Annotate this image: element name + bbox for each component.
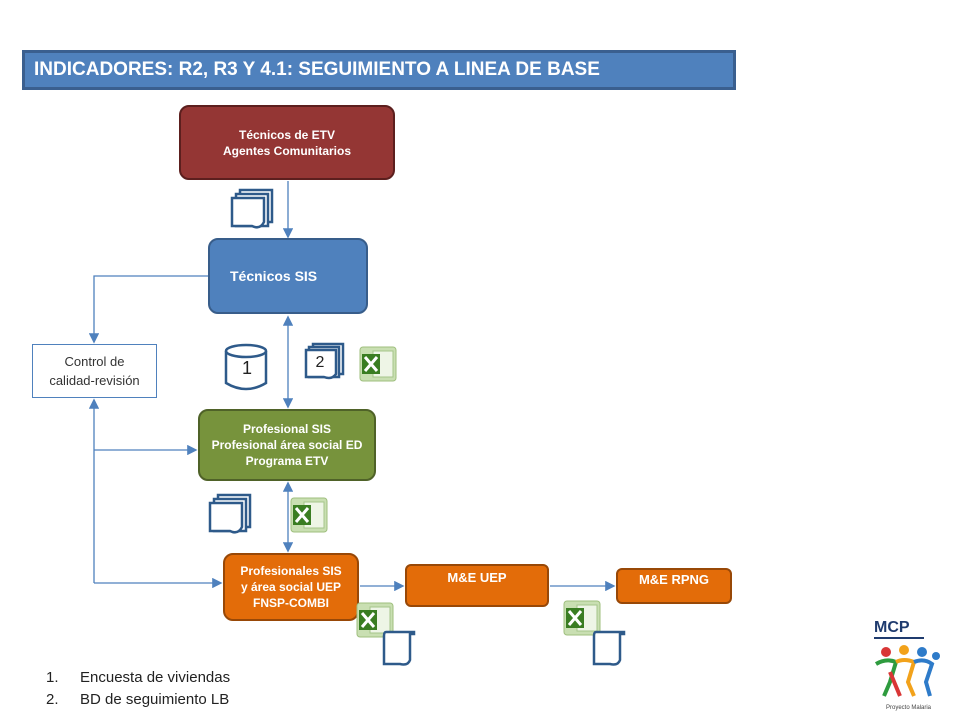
legend-item: 1. Encuesta de viviendas (46, 667, 230, 689)
node-prof-line2: Profesional área social ED (211, 438, 363, 452)
mcp-logo: MCP Proyecto Malaria (874, 619, 940, 711)
document-stack-2-icon (304, 342, 345, 380)
document-icon (592, 630, 626, 666)
legend-text: Encuesta de viviendas (80, 669, 231, 686)
node-me-rpng: M&E RPNG (616, 568, 732, 604)
logo-text: MCP (874, 619, 910, 636)
node-tecnicos-etv: Técnicos de ETV Agentes Comunitarios (179, 105, 395, 180)
node-profs-line1: Profesionales SIS (240, 564, 342, 578)
node-profesionales-sis: Profesionales SIS y área social UEP FNSP… (223, 553, 359, 621)
arrow-sis-control (88, 275, 208, 344)
document-stack-icon (230, 188, 274, 229)
legend-num: 2. (46, 691, 59, 708)
documents-label: 2 (315, 354, 325, 371)
excel-icon (356, 602, 394, 638)
node-control-calidad: Control de calidad-revisión (32, 344, 157, 398)
excel-icon (563, 600, 601, 636)
node-profs-line3: FNSP-COMBI (253, 596, 329, 610)
database-label: 1 (241, 358, 252, 378)
legend-text: BD de seguimiento LB (80, 691, 230, 708)
legend-num: 1. (46, 669, 59, 686)
legend-item: 2. BD de seguimiento LB (46, 689, 230, 711)
node-profs-line2: y área social UEP (240, 580, 342, 594)
node-prof-line3: Programa ETV (245, 454, 329, 468)
node-me-uep: M&E UEP (405, 564, 549, 607)
control-line2: calidad-revisión (49, 373, 140, 388)
logo-subtitle: Proyecto Malaria (886, 705, 932, 711)
node-etv-line2: Agentes Comunitarios (222, 143, 351, 158)
node-prof-line1: Profesional SIS (242, 422, 332, 436)
node-tecnicos-sis: Técnicos SIS (208, 238, 368, 314)
page-title: INDICADORES: R2, R3 Y 4.1: SEGUIMIENTO A… (22, 50, 736, 90)
excel-icon (290, 497, 328, 533)
control-line1: Control de (64, 354, 125, 369)
node-profesional-sis: Profesional SIS Profesional área social … (198, 409, 376, 481)
document-icon (382, 630, 416, 666)
database-icon (224, 343, 268, 391)
legend: 1. Encuesta de viviendas 2. BD de seguimie… (46, 667, 230, 711)
document-stack-icon (208, 493, 252, 534)
excel-icon (359, 346, 397, 382)
node-etv-line1: Técnicos de ETV (238, 127, 336, 142)
